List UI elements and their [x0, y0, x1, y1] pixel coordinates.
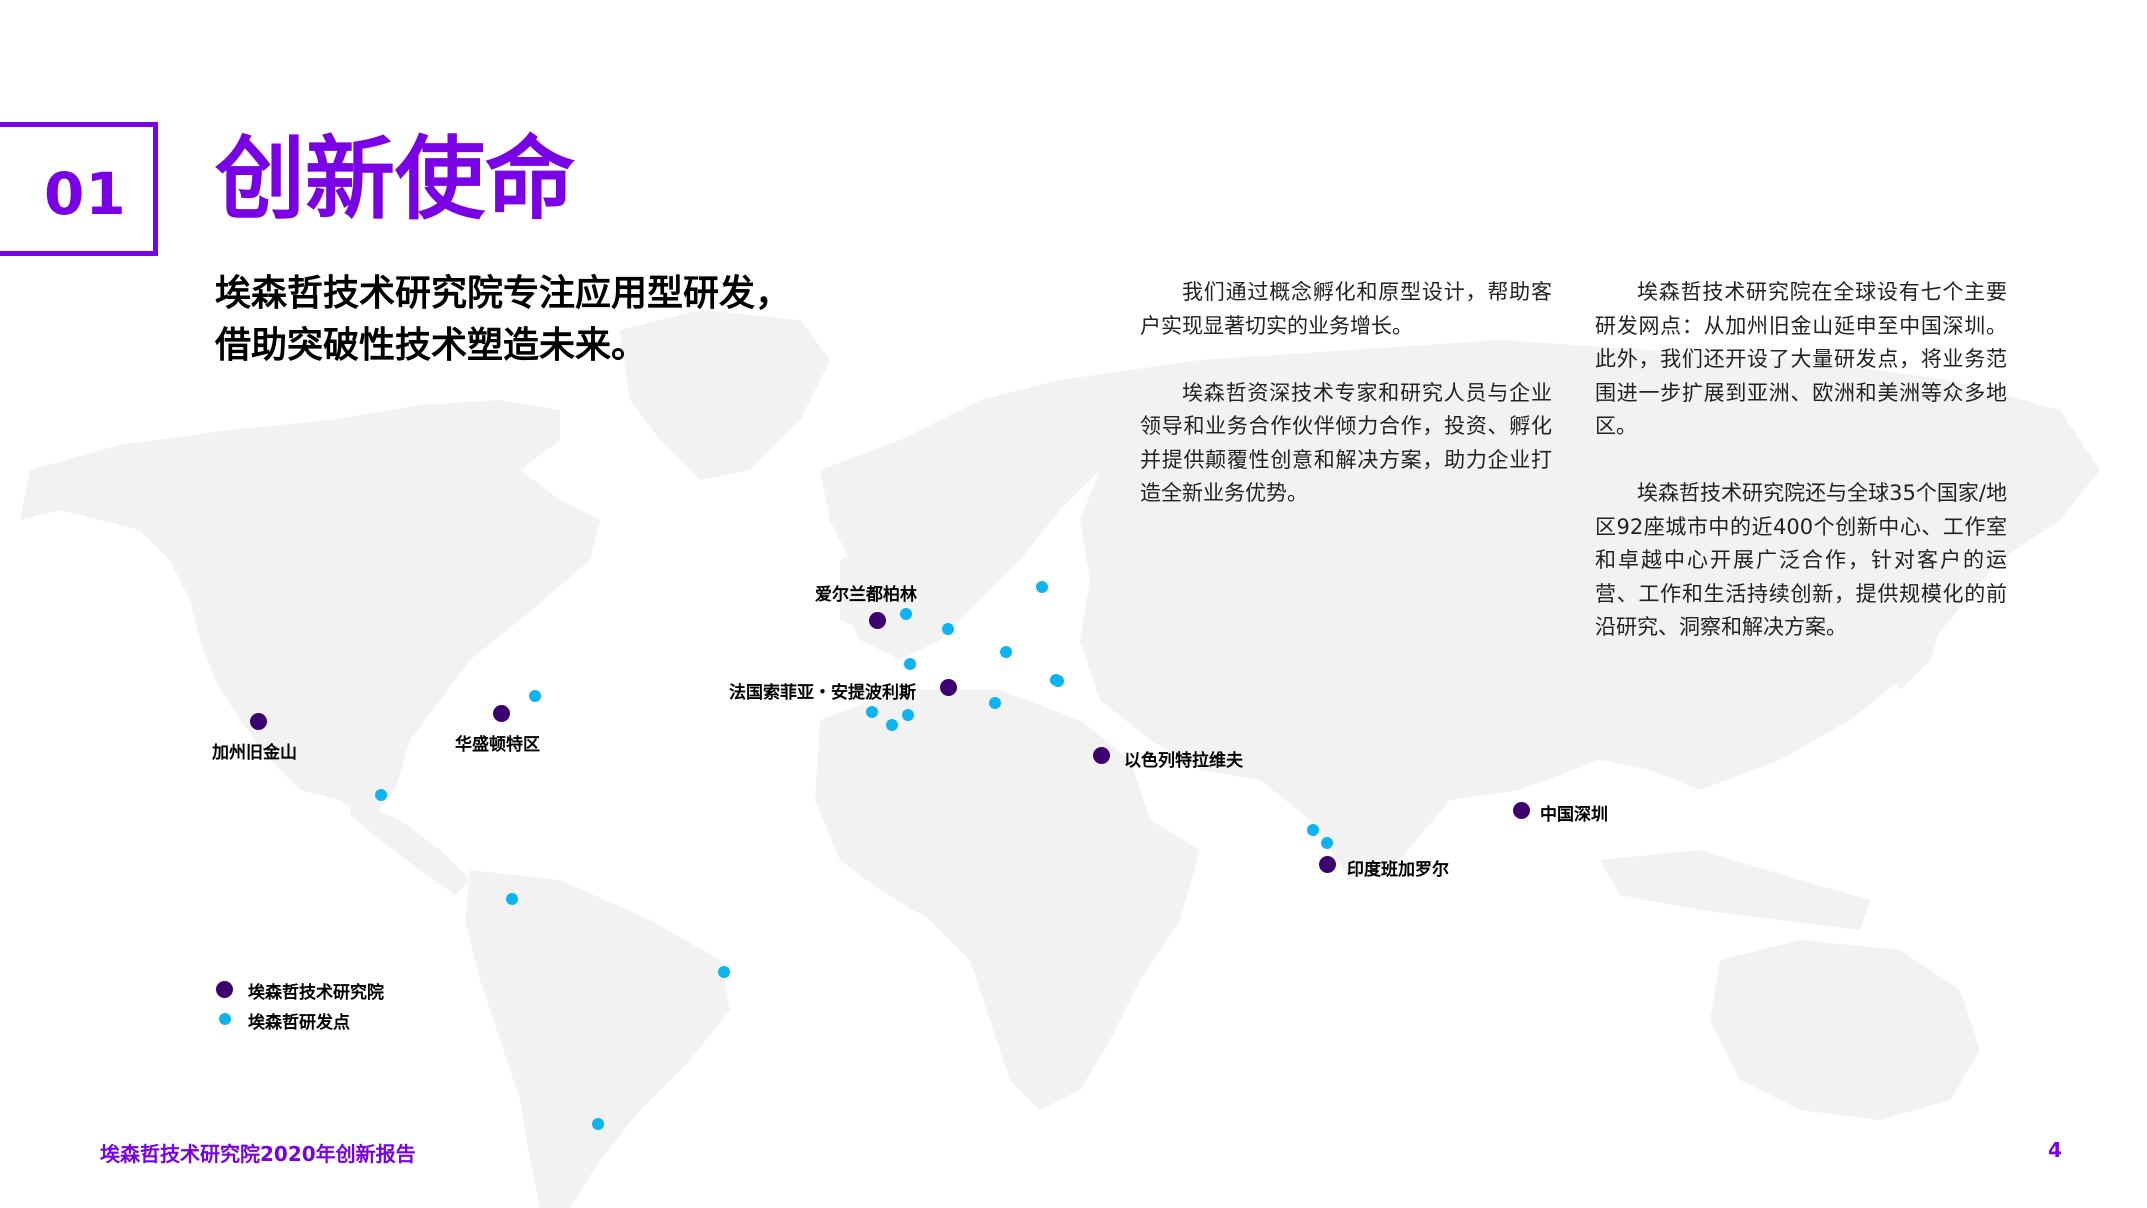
research-point-marker — [942, 623, 954, 635]
body-column-1: 我们通过概念孵化和原型设计，帮助客户实现显著切实的业务增长。 埃森哲资深技术专家… — [1140, 276, 1552, 544]
asia-landmass — [1060, 340, 2100, 880]
research-point-marker — [866, 706, 878, 718]
research-point-marker — [718, 966, 730, 978]
uk-landmass — [840, 545, 880, 630]
body-paragraph: 我们通过概念孵化和原型设计，帮助客户实现显著切实的业务增长。 — [1140, 280, 1552, 338]
center-label-dublin: 爱尔兰都柏林 — [815, 585, 917, 605]
center-label-sophia-antipolis: 法国索菲亚・安提波利斯 — [729, 683, 916, 703]
subtitle-line-2: 借助突破性技术塑造未来。 — [215, 325, 648, 366]
page-subtitle: 埃森哲技术研究院专注应用型研发， 借助突破性技术塑造未来。 — [215, 268, 915, 372]
center-marker-washington — [493, 705, 510, 722]
body-paragraph: 埃森哲技术研究院还与全球35个国家/地区92座城市中的近400个创新中心、工作室… — [1595, 481, 2007, 639]
legend-point-label: 埃森哲研发点 — [248, 1013, 350, 1033]
center-marker-dublin — [869, 612, 886, 629]
research-point-marker — [529, 690, 541, 702]
africa-landmass — [815, 690, 1200, 1110]
center-label-washington: 华盛顿特区 — [455, 735, 540, 755]
page-title: 创新使命 — [215, 127, 575, 232]
center-marker-san-francisco — [250, 713, 267, 730]
section-number: 01 — [44, 160, 127, 228]
australia-landmass — [1710, 940, 1980, 1120]
subtitle-line-1: 埃森哲技术研究院专注应用型研发， — [215, 273, 792, 314]
center-label-shenzhen: 中国深圳 — [1540, 805, 1608, 825]
research-point-marker — [1050, 674, 1062, 686]
page-number: 4 — [2048, 1138, 2062, 1162]
research-point-marker — [904, 658, 916, 670]
legend-center-label: 埃森哲技术研究院 — [248, 983, 384, 1003]
center-marker-israel — [1093, 747, 1110, 764]
south-america-landmass — [465, 870, 730, 1208]
body-column-2: 埃森哲技术研究院在全球设有七个主要研发网点：从加州旧金山延申至中国深圳。此外，我… — [1595, 276, 2007, 678]
research-point-marker — [1307, 824, 1319, 836]
research-point-marker — [989, 697, 1001, 709]
legend-center-icon — [216, 981, 233, 998]
section-number-frame — [0, 122, 158, 256]
research-point-marker — [1000, 646, 1012, 658]
research-point-marker — [375, 789, 387, 801]
research-point-marker — [1036, 581, 1048, 593]
research-point-marker — [902, 709, 914, 721]
center-marker-bangalore — [1319, 856, 1336, 873]
body-paragraph: 埃森哲资深技术专家和研究人员与企业领导和业务合作伙伴倾力合作，投资、孵化并提供颠… — [1140, 380, 1552, 506]
research-point-marker — [1321, 837, 1333, 849]
center-label-san-francisco: 加州旧金山 — [212, 743, 297, 763]
research-point-marker — [886, 719, 898, 731]
legend-point-icon — [219, 1013, 231, 1025]
research-point-marker — [506, 893, 518, 905]
southeast-asia-landmass — [1600, 850, 1870, 930]
footer-report-title: 埃森哲技术研究院2020年创新报告 — [100, 1142, 416, 1166]
greenland-landmass — [620, 310, 830, 480]
research-point-marker — [592, 1118, 604, 1130]
japan-landmass — [1885, 550, 1950, 690]
body-paragraph: 埃森哲技术研究院在全球设有七个主要研发网点：从加州旧金山延申至中国深圳。此外，我… — [1595, 280, 2007, 438]
europe-landmass — [820, 380, 1120, 660]
north-america-landmass — [20, 400, 600, 820]
central-america-landmass — [350, 800, 470, 895]
center-marker-sophia-antipolis — [940, 679, 957, 696]
center-label-israel: 以色列特拉维夫 — [1124, 751, 1243, 771]
center-marker-shenzhen — [1513, 802, 1530, 819]
research-point-marker — [900, 608, 912, 620]
center-label-bangalore: 印度班加罗尔 — [1347, 860, 1449, 880]
